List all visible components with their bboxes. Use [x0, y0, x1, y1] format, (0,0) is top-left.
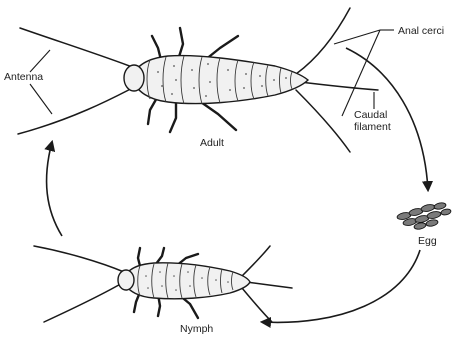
nymph-cercus-upper	[242, 246, 270, 276]
adult-anal-cercus-lower	[296, 90, 350, 152]
label-caudal-filament-line1: Caudal	[354, 109, 387, 121]
arrow-egg-to-nymph	[262, 250, 420, 322]
nymph-antenna-upper	[34, 246, 124, 272]
egg-cluster	[396, 202, 451, 230]
label-antenna-group: Antenna	[4, 50, 52, 114]
arrow-nymph-to-adult	[47, 142, 62, 236]
adult-head	[124, 65, 144, 91]
leader-antenna-upper	[30, 50, 50, 72]
label-caudal-filament-group: Caudal filament	[354, 92, 391, 133]
nymph-caudal-filament	[246, 282, 292, 288]
nymph-silverfish	[34, 246, 292, 322]
adult-anal-cercus-upper	[296, 8, 350, 74]
label-anal-cerci: Anal cerci	[398, 25, 444, 37]
adult-body	[132, 56, 308, 104]
label-adult: Adult	[200, 137, 224, 149]
label-nymph: Nymph	[180, 323, 213, 335]
adult-caudal-filament	[300, 82, 378, 90]
label-caudal-filament-line2: filament	[354, 121, 391, 133]
nymph-antenna-lower	[44, 282, 124, 322]
nymph-head	[118, 270, 134, 290]
nymph-cercus-lower	[242, 288, 272, 322]
label-antenna: Antenna	[4, 71, 43, 83]
adult-antenna-lower	[18, 84, 140, 134]
leader-antenna-lower	[30, 84, 52, 114]
adult-silverfish	[18, 8, 378, 152]
label-anal-cerci-group: Anal cerci	[334, 25, 444, 116]
leader-anal-cerci-upper	[334, 30, 380, 44]
label-egg: Egg	[418, 235, 437, 247]
